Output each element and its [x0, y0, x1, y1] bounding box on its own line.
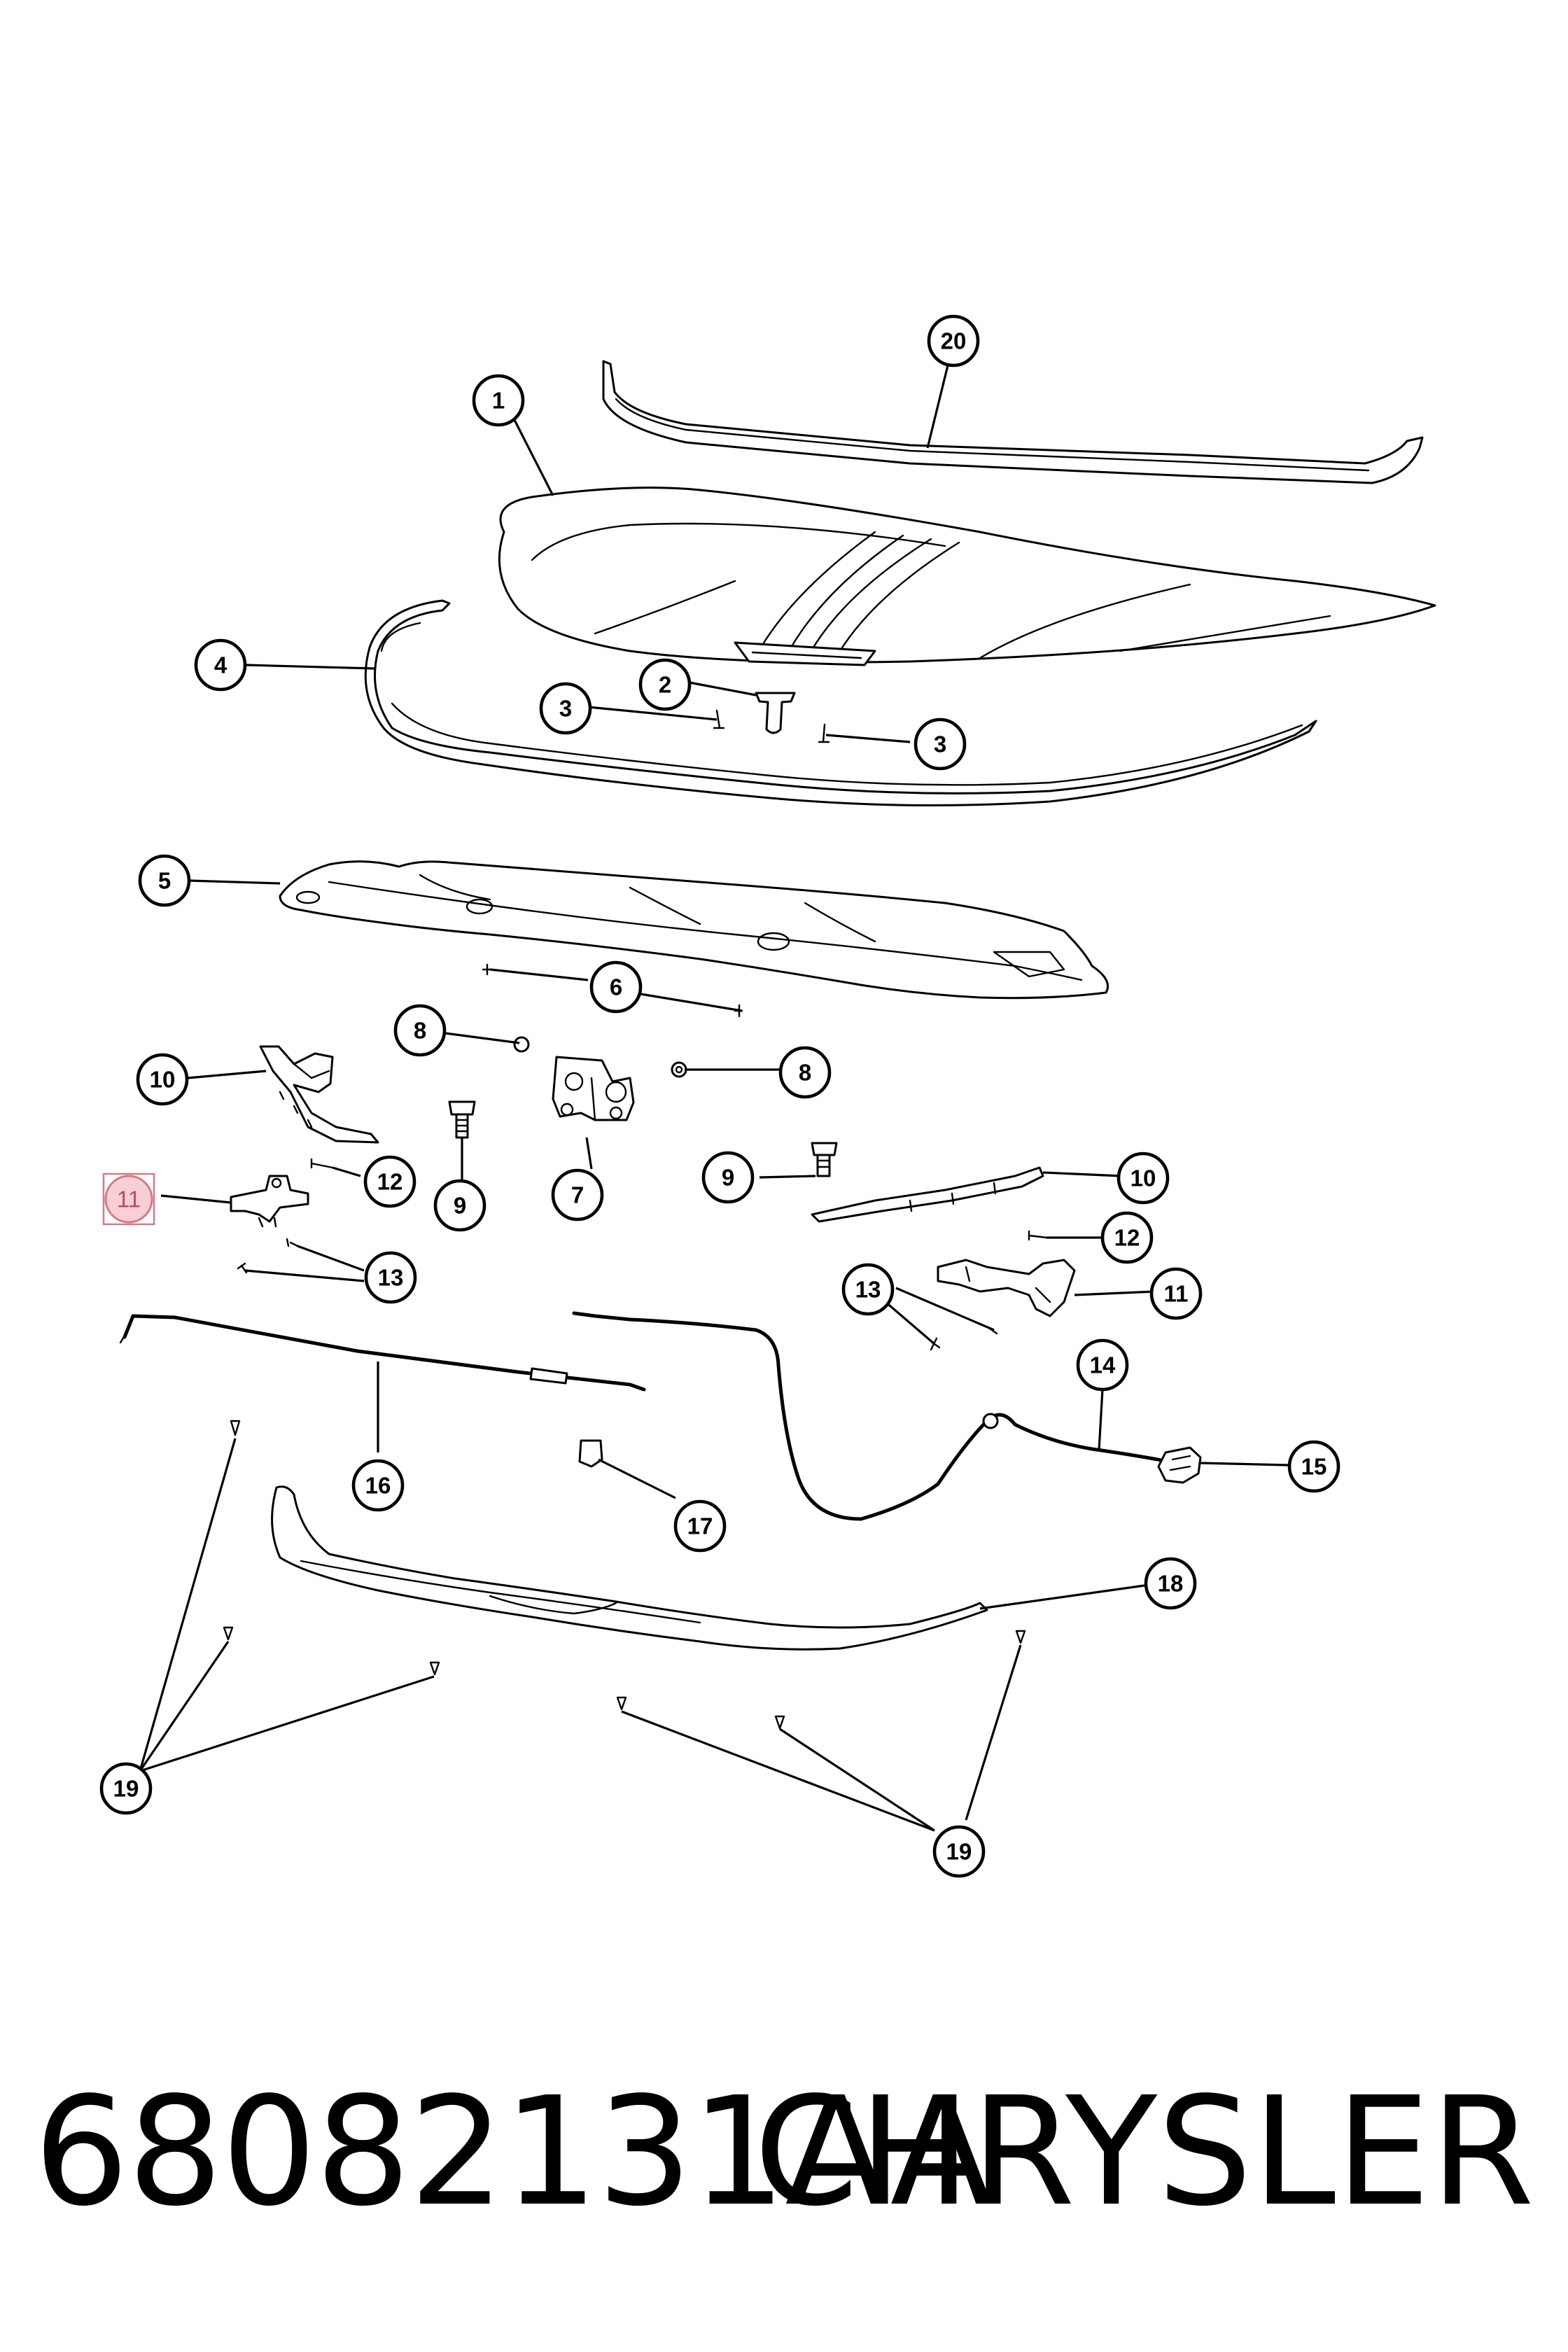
svg-text:3: 3 — [934, 732, 946, 757]
svg-text:2: 2 — [659, 672, 671, 698]
svg-text:16: 16 — [365, 1473, 391, 1499]
part-11-hinge-left — [230, 1175, 309, 1228]
callout-12-left: 12 — [363, 1155, 416, 1208]
callout-1: 1 — [472, 374, 525, 427]
callout-11-left-highlighted: 11 — [102, 1172, 155, 1226]
svg-text:19: 19 — [946, 1839, 972, 1865]
callout-9-left: 9 — [433, 1179, 486, 1232]
svg-text:11: 11 — [117, 1186, 141, 1212]
part-3-bumper-left — [713, 709, 725, 729]
svg-text:10: 10 — [1130, 1166, 1156, 1191]
callout-17: 17 — [673, 1499, 727, 1553]
part-19-pins — [223, 1420, 1026, 1730]
svg-text:18: 18 — [1158, 1571, 1184, 1597]
svg-text:19: 19 — [113, 1776, 139, 1802]
svg-text:17: 17 — [687, 1513, 713, 1539]
svg-text:13: 13 — [378, 1265, 404, 1291]
part-15-release-handle — [1157, 1446, 1202, 1484]
part-3-bumper-right — [818, 723, 830, 743]
part-4-hood-seal — [364, 599, 1317, 806]
part-10-cover-left — [259, 1045, 379, 1144]
svg-text:12: 12 — [1114, 1225, 1140, 1251]
svg-text:6: 6 — [610, 974, 622, 1000]
callout-11-right: 11 — [1149, 1267, 1203, 1320]
part-11-hinge-right — [937, 1259, 1076, 1317]
part-16-prop-rod — [119, 1314, 646, 1392]
callout-4: 4 — [194, 638, 247, 692]
part-18-shield — [271, 1485, 988, 1651]
part-10-cover-right — [811, 1166, 1044, 1223]
svg-text:1: 1 — [492, 388, 505, 414]
svg-text:12: 12 — [377, 1169, 403, 1195]
svg-text:11: 11 — [1164, 1281, 1189, 1307]
callout-12-right: 12 — [1100, 1211, 1154, 1264]
svg-text:15: 15 — [1301, 1454, 1327, 1480]
callout-19-right: 19 — [932, 1825, 986, 1878]
callout-9-right: 9 — [701, 1151, 755, 1204]
part-8-nut-right — [671, 1061, 687, 1078]
part-8-nut-left — [513, 1036, 530, 1053]
svg-text:9: 9 — [722, 1165, 734, 1191]
svg-text:9: 9 — [454, 1193, 466, 1219]
svg-text:13: 13 — [855, 1277, 881, 1303]
callout-13-right: 13 — [841, 1263, 895, 1316]
part-14-release-cable — [572, 1311, 1178, 1521]
part-13-clip-left — [237, 1238, 299, 1274]
brand-name: CHRYSLER — [753, 2065, 1534, 2239]
part-17-clip — [578, 1439, 603, 1468]
part-9-bolt-left — [448, 1100, 476, 1139]
callout-10-left: 10 — [136, 1053, 189, 1106]
part-12-screw-right — [1028, 1230, 1048, 1241]
callout-2: 2 — [638, 658, 692, 711]
svg-text:5: 5 — [158, 868, 171, 894]
part-13-clip-right — [930, 1327, 998, 1351]
part-7-latch — [552, 1056, 635, 1121]
svg-text:4: 4 — [214, 652, 227, 678]
part-5-insulator — [279, 860, 1109, 1000]
footer: 68082131AA CHRYSLER — [0, 2065, 1568, 2240]
svg-text:14: 14 — [1090, 1352, 1116, 1378]
callout-8-right: 8 — [778, 1046, 832, 1099]
svg-text:7: 7 — [571, 1182, 584, 1208]
callout-13-left: 13 — [364, 1251, 417, 1304]
callout-3-left: 3 — [539, 682, 592, 735]
part-1-hood — [498, 486, 1436, 666]
callout-10-right: 10 — [1116, 1152, 1170, 1205]
svg-text:8: 8 — [799, 1060, 811, 1086]
callout-19-left: 19 — [99, 1762, 153, 1815]
part-12-screw-left — [310, 1158, 334, 1169]
svg-text:20: 20 — [941, 328, 967, 354]
callout-20: 20 — [927, 314, 980, 368]
callout-3-right: 3 — [913, 718, 967, 771]
svg-text:8: 8 — [414, 1018, 426, 1044]
callout-8-left: 8 — [393, 1004, 447, 1057]
svg-text:10: 10 — [150, 1067, 176, 1093]
part-20-weatherstrip — [602, 360, 1424, 484]
part-number: 68082131AA — [34, 2065, 993, 2239]
callout-5: 5 — [138, 854, 191, 907]
callout-14: 14 — [1076, 1338, 1129, 1392]
callout-6: 6 — [589, 960, 643, 1014]
callout-16: 16 — [351, 1459, 405, 1512]
callout-15: 15 — [1287, 1440, 1340, 1493]
leader-lines — [139, 362, 1289, 1832]
callout-18: 18 — [1144, 1557, 1197, 1610]
part-2-striker — [755, 692, 796, 734]
svg-text:3: 3 — [559, 696, 572, 722]
part-9-bolt-right — [811, 1142, 838, 1177]
callout-7: 7 — [551, 1168, 604, 1222]
